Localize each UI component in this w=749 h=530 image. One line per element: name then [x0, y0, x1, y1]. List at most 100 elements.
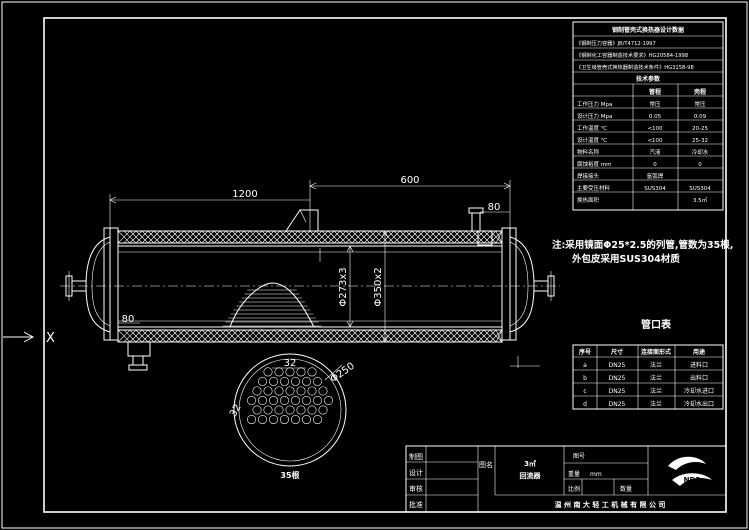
- nozzle-cell: d: [583, 401, 587, 408]
- tube: [263, 405, 273, 415]
- design-row-shell: 0: [698, 162, 702, 168]
- tube: [312, 376, 322, 386]
- note: 注:采用镜面Φ25*2.5的列管,管数为35根, 外包皮采用SUS304材质: [552, 239, 733, 265]
- tube: [257, 376, 267, 386]
- nozzle-cell: b: [583, 375, 587, 382]
- tb-weight-unit: mm: [590, 471, 602, 478]
- nozzle-cell: DN25: [609, 401, 626, 408]
- bottom-left-nozzle: [127, 341, 151, 357]
- tb-row-3: 审核: [409, 484, 423, 493]
- note-line-2: 外包皮采用SUS304材质: [571, 253, 680, 265]
- header-shell: 壳程: [693, 88, 706, 96]
- tube: [263, 386, 273, 396]
- tube: [274, 386, 284, 396]
- tb-weight: 重量: [568, 470, 580, 478]
- dim-600: 600: [400, 175, 419, 186]
- top-saddle: [285, 209, 319, 232]
- nozzle-cell: c: [583, 388, 586, 395]
- header-tube: 管程: [649, 88, 661, 96]
- dim-shell-273: Φ273x3: [338, 267, 349, 306]
- design-row-label: 工作压力 Mpa: [577, 100, 612, 108]
- company-logo: NDS: [668, 456, 712, 486]
- right-tubesheet: [501, 227, 511, 341]
- design-row-shell: 20-25: [692, 126, 708, 132]
- tube: [301, 395, 311, 405]
- design-row-tube: <100: [647, 126, 663, 132]
- tube-bundle-cutaway: [222, 282, 322, 328]
- tube: [247, 415, 257, 425]
- dim-1200: 1200: [232, 189, 257, 200]
- note-line-1: 注:采用镜面Φ25*2.5的列管,管数为35根,: [552, 239, 733, 251]
- tube: [268, 395, 278, 405]
- nozzle-header: 连接面形式: [641, 348, 671, 356]
- design-row-label: 焊接接头: [577, 172, 600, 180]
- dim-80-top: 80: [488, 202, 501, 213]
- section-view-label: 35根: [280, 470, 299, 480]
- tube: [290, 395, 300, 405]
- logo-lettering: NDS: [684, 476, 701, 484]
- tube: [279, 395, 289, 405]
- nozzle-cell: 冷却水进口: [684, 387, 714, 395]
- tube: [268, 376, 278, 386]
- design-row-label: 物料名称: [577, 148, 600, 156]
- tube: [296, 405, 306, 415]
- nozzle-cell: 法兰: [650, 374, 662, 382]
- standard-3: 《卫生级管壳式换热器制造技术条件》HG3158-98: [576, 63, 694, 71]
- design-row-label: 腐蚀裕度 mm: [577, 160, 611, 168]
- design-row-label: 设计压力 Mpa: [577, 112, 612, 120]
- tube: [312, 415, 322, 425]
- design-data-table: 钢制管壳式换热器设计数据 《钢制压力容器》JB/T4712-1997 《钢制化工…: [572, 21, 724, 211]
- design-row-label: 设计温度 ℃: [577, 136, 607, 144]
- design-row-label: 主要受压材料: [577, 184, 611, 192]
- nozzle-cell: 法兰: [650, 387, 662, 395]
- design-row-shell: 0.09: [694, 114, 707, 120]
- nozzle-cell: 法兰: [650, 400, 662, 408]
- standard-2: 《钢制化工容器制造技术要求》HG20584-1998: [576, 51, 688, 59]
- tube: [312, 395, 322, 405]
- tb-drawing-col: 图名: [479, 460, 493, 469]
- dim-bundle-250: Φ250: [328, 361, 356, 385]
- nozzle-cell: 法兰: [650, 361, 662, 369]
- dim-pitch-32-b: 32: [228, 402, 244, 419]
- dim-80-left: 80: [122, 314, 135, 325]
- design-row-shell: 3.5㎡: [693, 196, 708, 204]
- tube: [274, 367, 284, 377]
- design-row-tube: <100: [647, 138, 663, 144]
- dim-shell-350: Φ350x2: [373, 267, 384, 306]
- x-marker-label: X: [46, 331, 55, 346]
- right-head: [509, 236, 535, 333]
- tube: [307, 405, 317, 415]
- nozzle-cell: 出料口: [690, 374, 708, 382]
- tube: [296, 386, 306, 396]
- design-row-tube: 常压: [649, 100, 661, 108]
- tube-layout-section: 32 32 Φ250 35根: [228, 353, 357, 480]
- tube: [252, 405, 262, 415]
- design-row-label: 换热面积: [577, 196, 600, 204]
- design-row-shell: 冷却水: [692, 148, 709, 156]
- tube: [307, 367, 317, 377]
- design-data-title: 钢制管壳式换热器设计数据: [612, 26, 684, 34]
- nozzle-cell: DN25: [609, 388, 626, 395]
- design-row-tube: SUS304: [644, 186, 666, 192]
- tube: [318, 386, 328, 396]
- design-row-shell: SUS304: [689, 186, 711, 192]
- tube: [290, 415, 300, 425]
- tb-area: 3㎡: [524, 459, 536, 468]
- tube: [301, 415, 311, 425]
- tb-drawing-num: 图号: [573, 453, 585, 460]
- tube: [263, 367, 273, 377]
- left-head: [85, 236, 111, 333]
- tube: [285, 367, 295, 377]
- standard-1: 《钢制压力容器》JB/T4712-1997: [576, 39, 656, 47]
- tube: [257, 415, 267, 425]
- tb-row-2: 设计: [409, 468, 423, 477]
- design-row-label: 工作温度 ℃: [577, 124, 607, 132]
- shell-circle-outer: [233, 353, 347, 467]
- nozzle-header: 用途: [692, 348, 706, 356]
- nozzle-cell: DN25: [609, 375, 626, 382]
- dim-pitch-32: 32: [284, 358, 297, 369]
- tube: [274, 405, 284, 415]
- design-row-tube: 氩弧焊: [647, 172, 664, 180]
- nozzle-cell: a: [583, 362, 587, 369]
